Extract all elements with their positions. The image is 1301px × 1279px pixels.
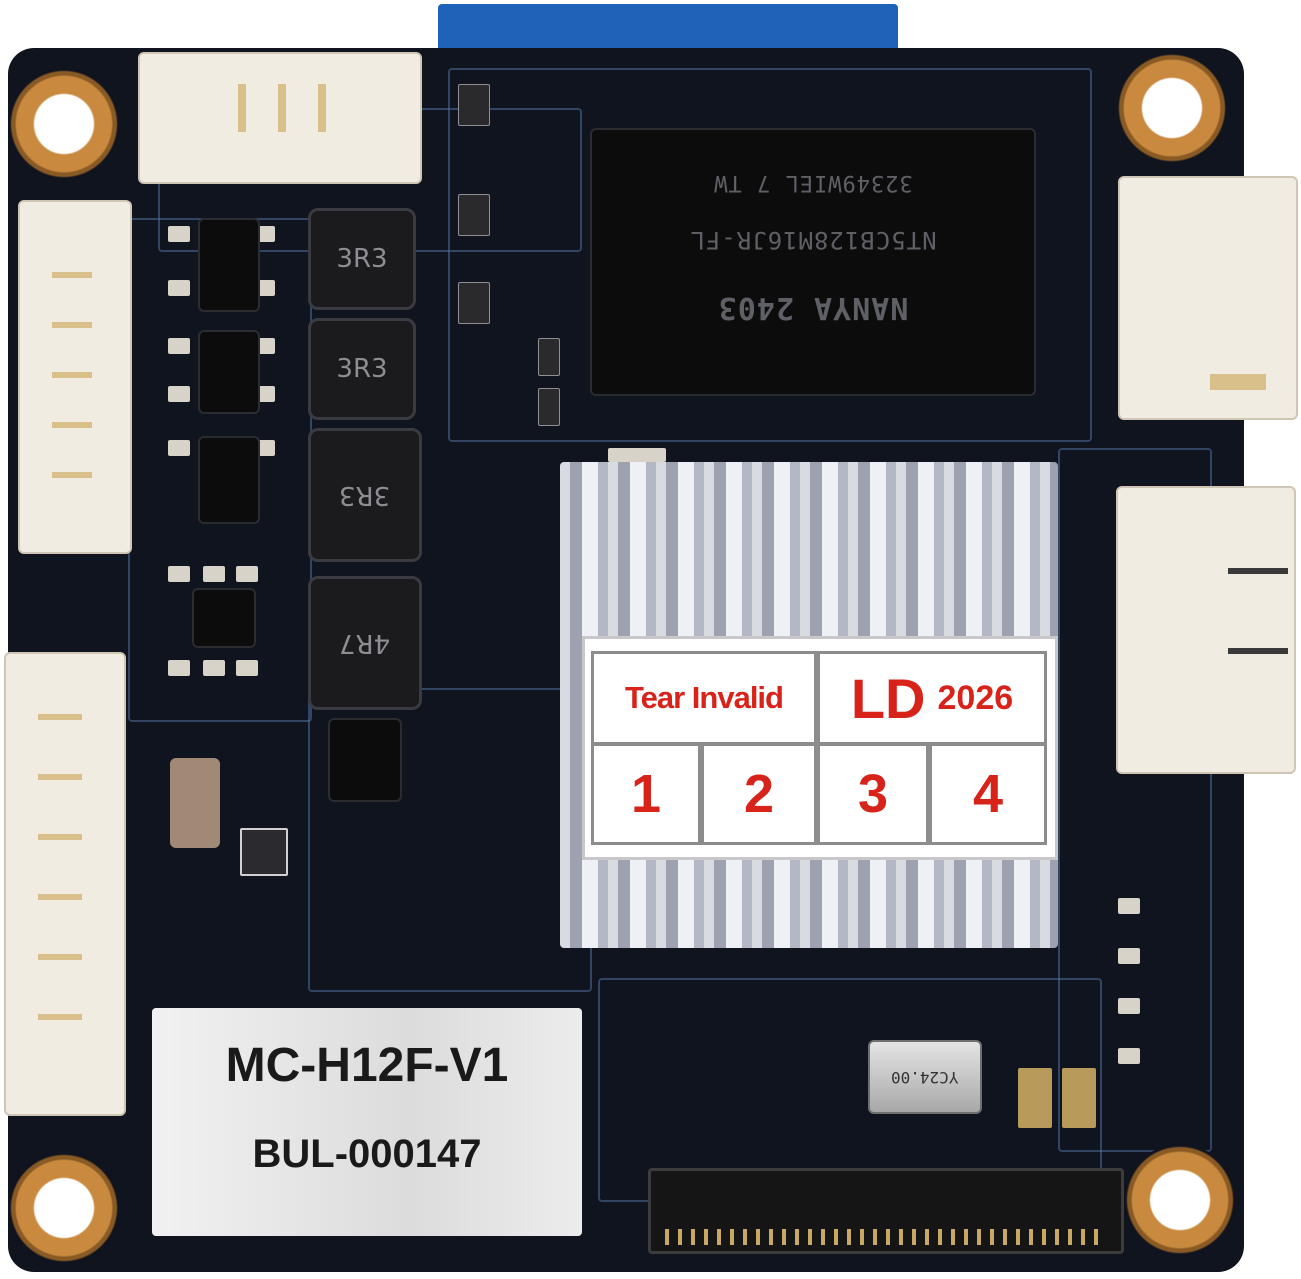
nanya-ddr-memory-chip: 32349WIEL 7 TW NT5CB128M16JR-FL NANYA 24… (590, 128, 1036, 396)
regulator-ic (198, 330, 260, 414)
inductor-marking: 3R3 (336, 354, 388, 384)
chip-marking-line: NT5CB128M16JR-FL (689, 226, 937, 254)
inductor: 4R7 (308, 576, 422, 710)
chip-marking-line: NANYA 2403 (717, 290, 909, 325)
mounting-hole (1124, 1144, 1236, 1256)
chip-marking-line: 32349WIEL 7 TW (713, 170, 913, 195)
label-box: 4 (929, 743, 1047, 845)
pcb-trace (448, 68, 1092, 442)
inductor-marking: 4R7 (339, 628, 391, 658)
box-number: 2 (743, 764, 775, 824)
model-sticker: MC-H12F-V1 BUL-000147 (152, 1008, 582, 1236)
box-number: 4 (972, 764, 1004, 824)
label-box: 2 (701, 743, 817, 845)
tear-invalid-text: Tear Invalid (625, 680, 784, 715)
right-upper-connector (1118, 176, 1298, 420)
warranty-void-label: Tear Invalid LD 2026 1 2 3 4 (582, 636, 1058, 860)
inductor-marking: 3R3 (339, 480, 391, 510)
model-number: MC-H12F-V1 (225, 1039, 509, 1092)
regulator-ic (192, 588, 256, 648)
mounting-hole (8, 1152, 120, 1264)
regulator-ic (198, 436, 260, 524)
label-box: 1 (591, 743, 701, 845)
mounting-hole (1116, 52, 1228, 164)
right-lower-connector (1116, 486, 1296, 774)
inductor: 3R3 (308, 208, 416, 310)
inductor-marking: 3R3 (336, 244, 388, 274)
pcb-trace (1058, 448, 1212, 1152)
box-number: 1 (630, 764, 662, 824)
crystal-marking: YC24.00 (891, 1067, 959, 1087)
serial-number: BUL-000147 (252, 1132, 482, 1176)
year-text: 2026 (937, 678, 1014, 717)
mounting-hole (8, 68, 120, 180)
top-3pin-connector (138, 52, 422, 184)
label-box: 3 (817, 743, 929, 845)
box-number: 3 (857, 764, 889, 824)
inductor: 3R3 (308, 318, 416, 420)
brand-text: LD (850, 666, 926, 730)
regulator-ic (328, 718, 402, 802)
label-cell: LD 2026 (817, 651, 1047, 745)
fpc-ribbon-connector (648, 1168, 1124, 1254)
regulator-ic (198, 218, 260, 312)
inductor: 3R3 (308, 428, 422, 562)
crystal-oscillator: YC24.00 (868, 1040, 982, 1114)
left-upper-multipin-connector (18, 200, 132, 554)
label-cell: Tear Invalid (591, 651, 817, 745)
left-lower-multipin-connector (4, 652, 126, 1116)
